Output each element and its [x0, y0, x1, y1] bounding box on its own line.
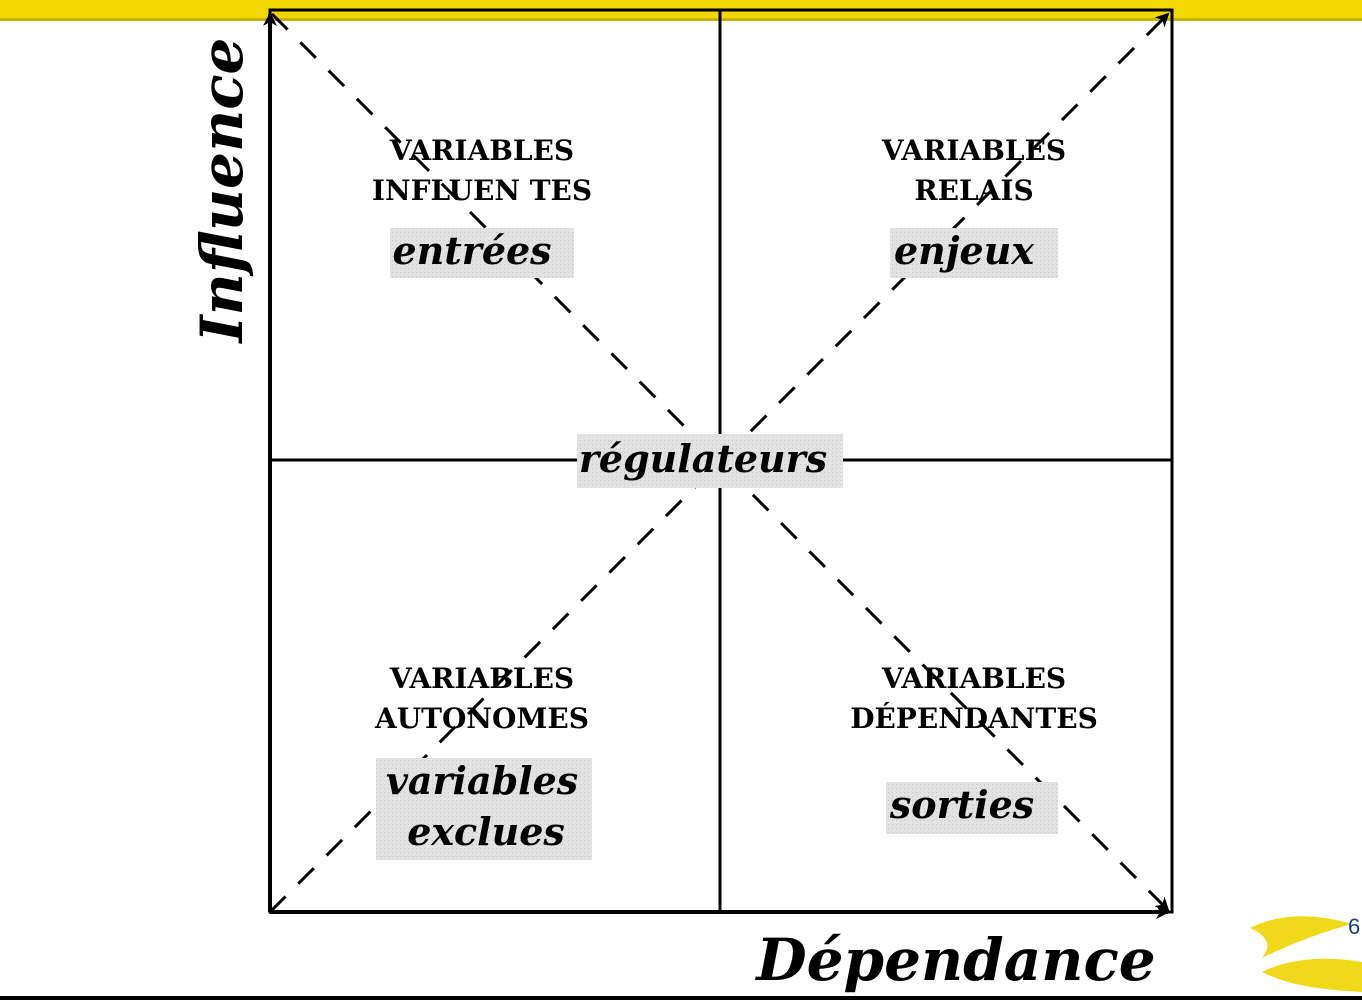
center-label: régulateurs [579, 436, 827, 481]
top-left-title-line2: INFLUEN TES [372, 174, 592, 207]
logo-icon [1250, 916, 1362, 992]
y-axis-label: Influence [188, 38, 256, 345]
bottom-right-role-box [886, 782, 1058, 834]
bottom-right-title-line1: VARIABLES [881, 662, 1066, 695]
bottom-left-role-line2: exclues [407, 809, 565, 854]
top-left-role: entrées [392, 228, 551, 273]
top-rule-shadow [0, 18, 1362, 21]
top-left-title-line1: VARIABLES [389, 134, 574, 167]
bottom-left-title-line2: AUTONOMES [374, 702, 589, 735]
top-right-title-line1: VARIABLES [881, 134, 1066, 167]
bottom-left-role-line1: variables [386, 758, 578, 803]
center-label-box [577, 434, 843, 488]
bottom-right-title-line2: DÉPENDANTES [850, 702, 1098, 735]
bottom-right-role: sorties [889, 782, 1034, 827]
top-left-role-box [390, 228, 574, 278]
bottom-left-role-box [376, 758, 592, 860]
top-right-title-line2: RELAIS [914, 174, 1033, 207]
top-right-role: enjeux [894, 228, 1035, 273]
diagonal-influent-to-dependent [270, 12, 1170, 912]
page-number: 6 [1348, 914, 1360, 939]
bottom-left-title-line1: VARIABLES [389, 662, 574, 695]
bottom-rule [0, 996, 1362, 1000]
x-axis-label: Dépendance [754, 926, 1155, 994]
top-right-role-box [890, 228, 1058, 278]
